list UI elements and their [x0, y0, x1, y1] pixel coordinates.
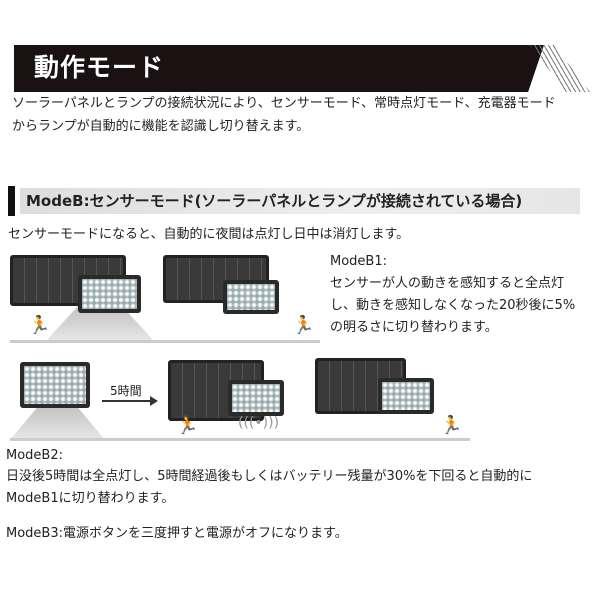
lamp-on-image: [78, 275, 141, 313]
page-title: 動作モード: [34, 53, 165, 82]
running-person-icon: 🏃: [176, 415, 199, 436]
modeB1-label: ModeB1:: [330, 254, 387, 269]
modeB2-line-2: ModeB1に切り替わります。: [6, 491, 175, 506]
section-lead: センサーモードになると、自動的に夜間は点灯し日中は消灯します。: [8, 227, 410, 242]
arrow-head-icon: [150, 396, 158, 406]
lamp-dim-image: [223, 280, 279, 314]
header-stripes: [530, 45, 590, 92]
ground: [10, 438, 470, 441]
ground: [170, 340, 320, 343]
arrow-line: [102, 400, 152, 402]
arrow-label: 5時間: [110, 384, 142, 398]
lamp-full-image: [20, 362, 90, 408]
intro-line-2: からランプが自動的に機能を認識し切り替えます。: [12, 119, 310, 134]
section-title: ModeB:センサーモード(ソーラーパネルとランプが接続されている場合): [26, 192, 523, 210]
modeB1-line-3: の明るさに切り替わります。: [330, 320, 498, 335]
modeB2-label: ModeB2:: [6, 448, 63, 463]
modeB2-line-1: 日没後5時間は全点灯し、5時間経過後もしくはバッテリー残量が30%を下回ると自動…: [6, 469, 533, 484]
modeB1-line-2: し、動きを感知しなくなった20秒後に5%: [330, 298, 576, 313]
intro-line-1: ソーラーパネルとランプの接続状況により、センサーモード、常時点灯モード、充電器モ…: [12, 96, 556, 111]
section-header: [20, 188, 580, 214]
running-person-icon: 🏃: [28, 315, 51, 336]
ground: [10, 340, 170, 343]
modeB1-line-1: センサーが人の動きを感知すると全点灯: [330, 276, 565, 291]
running-person-icon: 🏃: [292, 315, 315, 336]
section-marker: [8, 186, 15, 216]
lamp-dim-image: [378, 378, 434, 414]
running-person-icon: 🏃: [440, 415, 463, 436]
motion-wave-icon: (((•))): [238, 415, 280, 431]
solar-panel-image: [163, 255, 269, 303]
lamp-on-image: [228, 380, 284, 416]
header-bar: [14, 45, 544, 92]
modeB3-text: ModeB3:電源ボタンを三度押すと電源がオフになります。: [6, 526, 348, 541]
